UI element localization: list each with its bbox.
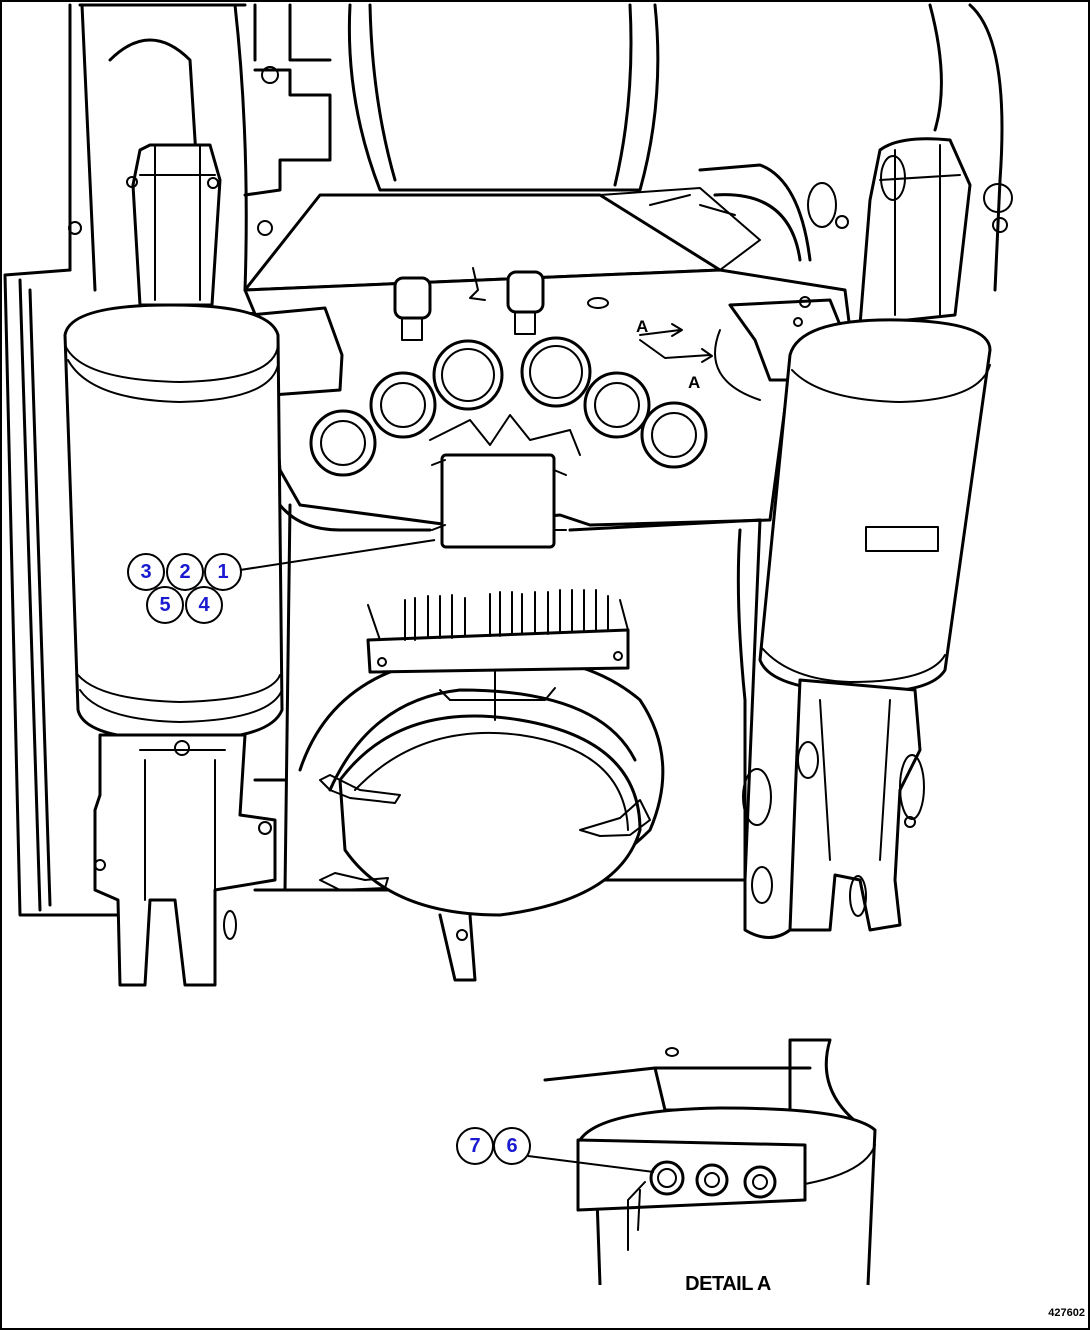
callout-number: 6 — [506, 1135, 517, 1157]
view-arrow-a-upper: A — [636, 317, 683, 337]
view-arrow-a-lower: A — [639, 339, 713, 392]
callout-5: 5 — [146, 586, 184, 624]
callout-number: 1 — [217, 561, 228, 583]
leader-line-main — [239, 539, 436, 571]
right-cylinder-assembly — [714, 137, 992, 932]
callout-group-main: 3 2 1 5 4 — [127, 553, 242, 624]
leader-line-detail — [527, 1155, 655, 1173]
callout-group-detail: 7 6 — [456, 1127, 531, 1165]
connector-panel — [309, 267, 708, 549]
callout-number: 2 — [179, 561, 190, 583]
callout-7: 7 — [456, 1127, 494, 1165]
callout-6: 6 — [493, 1127, 531, 1165]
callout-number: 3 — [140, 561, 151, 583]
callout-2: 2 — [166, 553, 204, 591]
figure-number: 427602 — [1048, 1307, 1085, 1319]
detail-view-label: DETAIL A — [685, 1273, 771, 1295]
callout-1: 1 — [204, 553, 242, 591]
view-arrow-label: A — [688, 373, 700, 392]
left-cylinder-assembly — [3, 143, 344, 987]
callout-number: 5 — [159, 594, 170, 616]
callout-number: 4 — [198, 594, 210, 616]
callout-4: 4 — [185, 586, 223, 624]
callout-3: 3 — [127, 553, 165, 591]
detail-a-view: DETAIL A — [527, 1038, 877, 1295]
view-arrow-label: A — [636, 317, 648, 336]
rear-frame-structure — [68, 3, 1013, 302]
callout-number: 7 — [469, 1135, 480, 1157]
